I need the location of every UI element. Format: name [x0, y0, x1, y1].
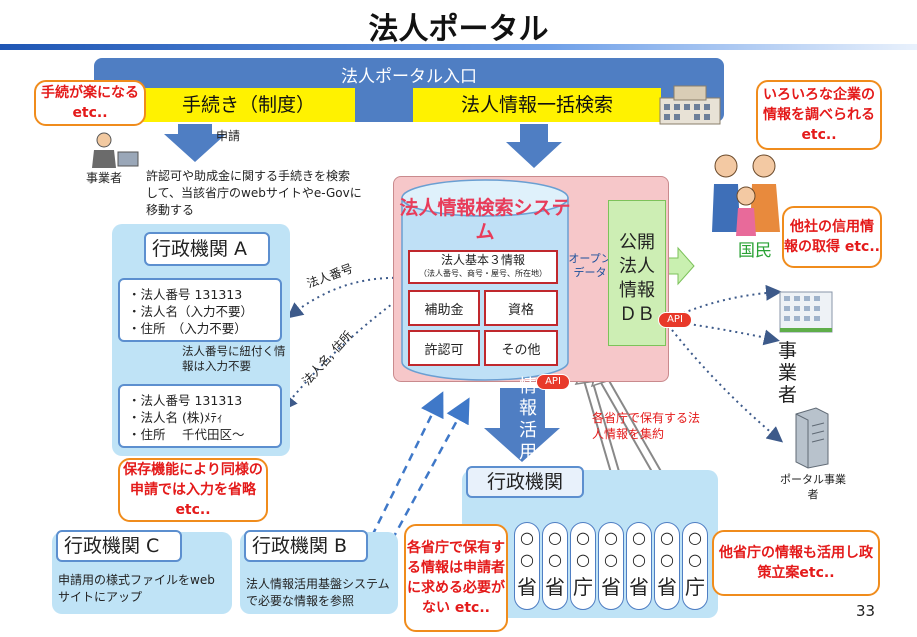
- procedure-description: 許認可や助成金に関する手続きを検索して、当該省庁のwebサイトやe-Govに移動…: [146, 169, 362, 217]
- api-badge-system: API: [536, 374, 570, 390]
- basic-info-subtitle: （法人番号、商号・屋号、所在地）: [419, 269, 547, 278]
- ministry-item: ○○省: [542, 522, 568, 610]
- agency-a-title: 行政機関 A: [144, 232, 270, 266]
- callout-various-companies: いろいろな企業の情報を調べられる etc..: [756, 80, 882, 150]
- business-operator-label: 事業者: [86, 171, 123, 185]
- link-note: 法人番号に紐付く情報は入力不要: [182, 344, 286, 373]
- agency-a-form-before: ・法人番号 131313 ・法人名（入力不要） ・住所 （入力不要）: [118, 278, 282, 342]
- callout-credit-info: 他社の信用情報の取得 etc..: [782, 206, 882, 268]
- ministry-item: ○○省: [626, 522, 652, 610]
- portal-entrance-label: 法人ポータル入口: [341, 67, 477, 87]
- ministry-label: 省: [657, 575, 677, 599]
- callout-easy-procedures: 手続が楽になる etc..: [34, 80, 146, 126]
- api-badge-db: API: [658, 312, 692, 328]
- ministry-label: 省: [601, 575, 621, 599]
- form-field-name: ・法人名 (株)ﾒﾃｨ: [128, 410, 223, 425]
- ministry-item: ○○省: [514, 522, 540, 610]
- agency-b-description: 法人情報活用基盤システムで必要な情報を参照: [246, 577, 390, 608]
- ministry-label: 庁: [573, 575, 593, 599]
- form-field-number: ・法人番号 131313: [128, 393, 243, 408]
- agency-c-title: 行政機関 C: [56, 530, 182, 562]
- citizens-label: 国民: [738, 241, 772, 261]
- form-field-address: ・住所 （入力不要）: [128, 321, 247, 336]
- cell-qualification: 資格: [484, 290, 558, 326]
- ministry-item: ○○省: [598, 522, 624, 610]
- open-data-label: オープンデータ: [568, 252, 612, 279]
- basic-info-box: 法人基本３情報 （法人番号、商号・屋号、所在地）: [408, 250, 558, 284]
- public-db-box: 公開法人情報ＤＢ: [608, 200, 666, 346]
- cell-subsidy: 補助金: [408, 290, 480, 326]
- gov-agencies-title: 行政機関: [466, 466, 584, 498]
- callout-save-function: 保存機能により同様の申請では入力を省略 etc..: [118, 458, 268, 522]
- ministry-list: ○○省 ○○省 ○○庁 ○○省 ○○省 ○○省 ○○庁: [514, 522, 710, 610]
- agency-c-description: 申請用の様式ファイルをwebサイトにアップ: [58, 573, 215, 604]
- portal-business-label: ポータル事業者: [780, 473, 846, 501]
- cell-permit: 許認可: [408, 330, 480, 366]
- info-use-label: 情報活用: [519, 376, 537, 463]
- aggregate-label: 各省庁で保有する法人情報を集約: [592, 411, 701, 441]
- agency-b-title: 行政機関 B: [244, 530, 368, 562]
- ministry-label: 省: [545, 575, 565, 599]
- form-field-name: ・法人名（入力不要）: [128, 304, 254, 319]
- page-title: 法人ポータル: [368, 12, 549, 47]
- callout-policy-planning: 他省庁の情報も活用し政策立案etc..: [712, 530, 880, 596]
- form-field-address: ・住所 千代田区～: [128, 427, 245, 442]
- callout-no-need-to-ask: 各省庁で保有する情報は申請者に求める必要がない etc..: [404, 524, 508, 632]
- office-building-icon: [779, 291, 833, 333]
- ministry-item: ○○庁: [682, 522, 708, 610]
- ministry-label: 庁: [685, 575, 705, 599]
- form-field-number: ・法人番号 131313: [128, 287, 243, 302]
- family-icon: [712, 154, 780, 236]
- procedures-button[interactable]: 手続き（制度）: [142, 88, 355, 122]
- server-icon: [795, 407, 829, 469]
- agency-a-form-after: ・法人番号 131313 ・法人名 (株)ﾒﾃｨ ・住所 千代田区～: [118, 384, 282, 448]
- search-system-title: 法人情報検索システム: [399, 197, 571, 243]
- ministry-item: ○○省: [654, 522, 680, 610]
- basic-info-title: 法人基本３情報: [440, 253, 525, 267]
- public-db-label: 公開法人情報ＤＢ: [619, 232, 655, 325]
- business-label: 事業者: [778, 340, 798, 406]
- business-person-icon: [92, 132, 139, 168]
- page-number: 33: [856, 602, 876, 620]
- bulk-search-button[interactable]: 法人情報一括検索: [413, 88, 661, 122]
- application-label: 申請: [216, 129, 241, 143]
- ministry-label: 省: [517, 575, 537, 599]
- ministry-item: ○○庁: [570, 522, 596, 610]
- ministry-label: 省: [629, 575, 649, 599]
- title-divider: [0, 44, 917, 50]
- cell-other: その他: [484, 330, 558, 366]
- government-building-icon: [659, 85, 721, 125]
